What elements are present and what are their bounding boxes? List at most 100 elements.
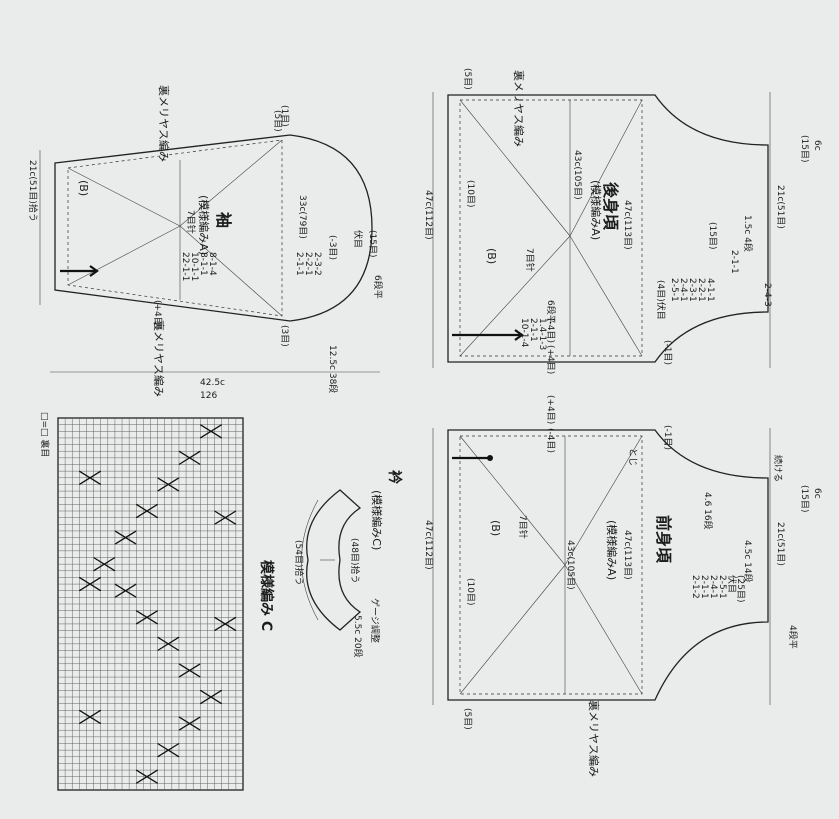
back-side-rows: 6段平: [545, 300, 557, 324]
sleeve-increase-row: 8-1-1: [198, 252, 208, 276]
front-neck-row: 2-1-2: [690, 575, 700, 599]
back-decrease-row: 1.4-1-3: [537, 318, 547, 350]
sleeve-length2: 126: [200, 391, 217, 401]
front-center-line: (10目): [465, 578, 476, 605]
back-knit-label: 裏メリヤス編み: [512, 70, 526, 147]
back-row-count: (5目): [462, 68, 473, 90]
back-b-mark: (B): [485, 248, 498, 264]
back-plus-minus-label: (+4目): [545, 345, 556, 374]
cable-cross-mark: [178, 450, 201, 466]
sleeve-increase-rows: 8-1-48-1-110-1-122-1-1: [180, 252, 217, 281]
sleeve-side-rows: 6段平: [372, 275, 384, 299]
cable-cross-mark: [135, 503, 158, 519]
back-neck-table: 4-1-12-2-12-3-12-4-12-5-1: [669, 278, 715, 302]
front-total: 43c(105目): [565, 540, 576, 590]
sleeve-edge-label: (3目): [279, 325, 290, 347]
collar-picks: (54目)拾う: [293, 540, 305, 585]
front-neck-row: (25目): [735, 575, 746, 602]
sleeve-edge-label: (5目): [272, 110, 283, 132]
sleeve-cap-row: 2-3-2: [312, 252, 322, 276]
cable-cross-mark: [114, 530, 137, 545]
sleeve-title: 袖: [214, 212, 233, 228]
back-neck-row: 2-2-1: [696, 278, 706, 302]
back-shoulder2: (15目): [707, 222, 718, 249]
sleeve-cap-rows: 2-3-22-2-12-1-1: [294, 252, 322, 276]
front-width: 47c(113目): [622, 530, 633, 580]
back-neck-row: 2-4-1: [678, 278, 688, 302]
back-stitch: 7目针: [524, 248, 536, 272]
front-plus-minus-label: (-4目): [545, 428, 556, 453]
sleeve-stitch: 7目针: [185, 210, 197, 234]
back-neck: 1.5c 4段: [742, 215, 754, 252]
cable-cross-mark: [79, 576, 102, 592]
back-decrease-row: 2-1-1: [528, 318, 538, 342]
back-plus-minus-label: (-4目): [545, 318, 556, 343]
back-width: 47c(113目): [622, 200, 633, 250]
back-body-piece: [432, 92, 771, 368]
front-knit-label: 裏メリヤス編み: [587, 700, 601, 777]
front-body-piece: [432, 428, 771, 705]
sleeve-cap-row: 2-2-1: [303, 252, 313, 276]
front-stitch: 7目针: [517, 515, 529, 539]
sleeve-count-top: (15目): [367, 230, 378, 257]
back-neck2: 2-1-1: [729, 250, 739, 274]
sleeve-pattern: (模様編みA): [197, 195, 211, 255]
front-plus-minus: (-1目) (+4目) (-4目): [545, 395, 673, 453]
front-length-top: 21c(51目): [775, 522, 786, 566]
back-measure-right: 6c: [812, 140, 822, 151]
back-neck-row: 2-3-1: [687, 278, 697, 302]
sleeve-width: 33c(79目): [297, 195, 308, 239]
cable-cross-mark: [114, 583, 137, 598]
chart-c-title: 模様編み C: [258, 560, 275, 631]
front-plus-minus-label: (+4目): [545, 395, 556, 424]
cable-cross-mark: [135, 769, 158, 784]
front-length-side: 47c(112目): [423, 520, 434, 570]
sleeve-increase-row: 10-1-1: [189, 252, 199, 281]
cable-cross-mark: [178, 663, 201, 678]
sleeve-bind-note: 伏目: [352, 230, 364, 248]
sleeve-top: 21c(51目)拾う: [27, 160, 39, 222]
sleeve-length: 42.5c: [200, 378, 225, 388]
collar-pattern: (模様編みC): [370, 490, 384, 550]
front-neck-table: (25目)伏目2-5-12-4-12-1-12-1-2: [690, 575, 746, 602]
cable-cross-mark: [79, 470, 102, 485]
sleeve-edge-counts: (5目)(-3目)(+4目)(1目)(3目): [152, 105, 338, 347]
sleeve-increase-row: 22-1-1: [180, 252, 190, 281]
back-neck-row: 4-1-1: [705, 278, 715, 302]
front-height1: 4.6 16段: [702, 492, 714, 530]
cable-cross-mark: [93, 556, 116, 572]
cable-cross-mark: [157, 742, 180, 758]
back-plus-minus: (+4目)(-4目)(-1目): [545, 318, 673, 374]
cable-cross-mark: [79, 709, 102, 725]
back-armhole: 2-4-3: [762, 283, 772, 307]
back-length-side: 47c(112目): [423, 190, 434, 240]
sleeve-knit-label: 裏メリヤス編み: [157, 85, 171, 162]
collar-picks2: (48目)拾う: [349, 538, 361, 583]
sleeve-edge-label: (1目): [279, 105, 290, 127]
front-plus-minus-label: (-1目): [662, 425, 673, 450]
front-row-count: (5目): [462, 708, 473, 730]
sleeve-piece: [39, 134, 380, 373]
back-neck-row: 2-5-1: [669, 278, 679, 302]
front-neck-row: 2-5-1: [717, 575, 727, 599]
back-total: 43c(105目): [572, 150, 583, 200]
sleeve-knit-label-2: 裏メリヤス編み: [152, 320, 166, 397]
back-decrease-rows: 1.4-1-32-1-110-1-4: [519, 318, 547, 350]
cable-cross-mark: [199, 424, 222, 439]
back-pattern: (模様編みA): [589, 180, 603, 240]
front-side-rows: 4段平: [787, 625, 799, 649]
front-pattern: (模様編みA): [605, 520, 619, 580]
cable-cross-mark: [199, 689, 222, 705]
back-length-top: 21c(51目): [775, 185, 786, 229]
cable-cross-mark: [178, 716, 201, 731]
cable-cross-mark: [135, 610, 158, 625]
collar-piece: [301, 489, 362, 631]
sleeve-b-mark: (B): [77, 180, 90, 196]
collar-note: ゲージ調整: [369, 598, 381, 643]
front-neck-row: 伏目: [726, 575, 738, 593]
pattern-chart-c-grid: [57, 417, 244, 791]
cable-cross-mark: [214, 616, 237, 632]
sleeve-top-height: 12.5c 38段: [327, 345, 339, 393]
sleeve-cap-row: 2-1-1: [294, 252, 304, 276]
